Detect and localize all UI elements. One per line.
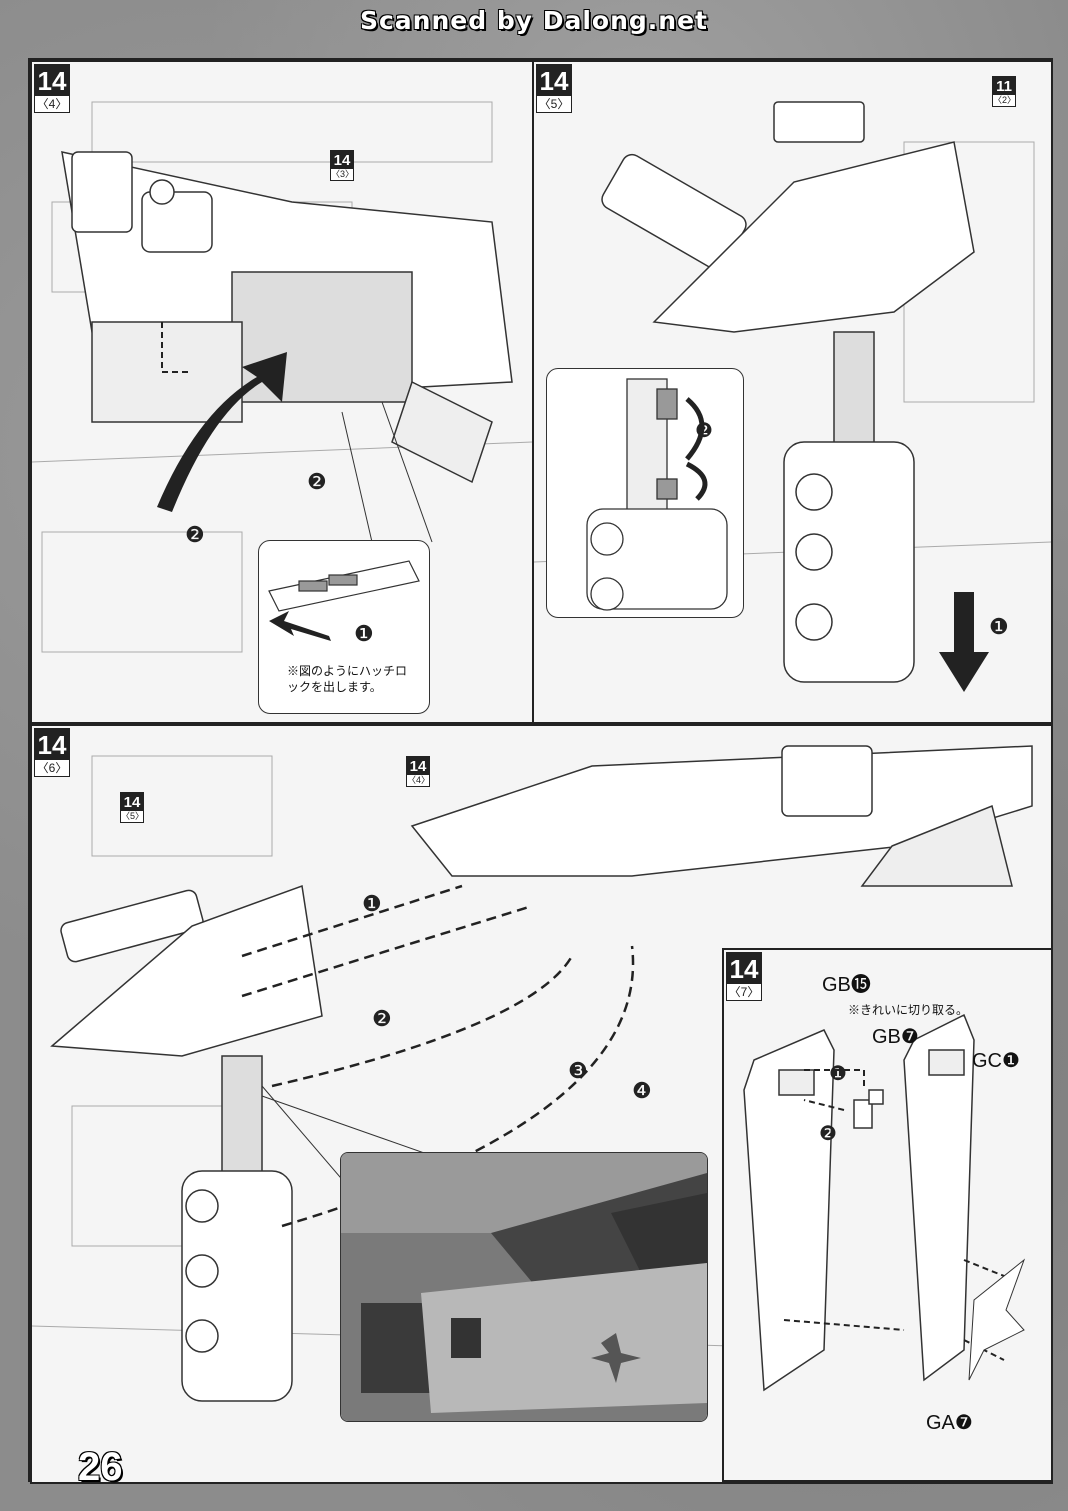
instruction-sheet: ❷ ❷ 14〈4〉 14〈3〉 ❶ ※図のようにハッチロックを出します。 bbox=[28, 58, 1053, 1484]
photo-inset bbox=[340, 1152, 708, 1422]
cut-note: ※きれいに切り取る。 bbox=[848, 1003, 969, 1017]
hatch-lock-note: ※図のようにハッチロックを出します。 bbox=[287, 664, 408, 695]
part-label-ga7: GA❼ bbox=[926, 1412, 973, 1434]
marker-4: ❹ bbox=[632, 1078, 652, 1103]
panel-step-14-7: ❶ ❷ 14〈7〉 GB⓯ ※きれいに切り取る。 GB❼ GC❶ GA❼ bbox=[722, 948, 1051, 1482]
svg-text:❷: ❷ bbox=[695, 420, 713, 442]
panel-step-14-6: ❶ ❷ ❸ ❹ 14〈6〉 14〈5〉 14〈4〉 bbox=[30, 724, 1053, 1484]
hinge-rotation-diagram: ❷ bbox=[586, 378, 728, 611]
hatch-lock-diagram: ❶ bbox=[268, 560, 420, 646]
reference-step-label: 11〈2〉 bbox=[992, 76, 1017, 107]
svg-text:❷: ❷ bbox=[819, 1123, 837, 1145]
reference-step-label-a: 14〈5〉 bbox=[120, 792, 145, 823]
attachment-illustration: ❶ ❷ ❸ ❹ bbox=[32, 745, 1033, 1402]
marker-2b: ❷ bbox=[185, 522, 205, 547]
part-label-gc1: GC❶ bbox=[972, 1050, 1020, 1072]
marker-1: ❶ bbox=[989, 614, 1009, 639]
shield-assembly-illustration: ❶ ❷ bbox=[743, 1013, 1026, 1392]
step-label: 14〈6〉 bbox=[34, 728, 70, 777]
marker-3: ❸ bbox=[568, 1058, 588, 1083]
step-label: 14〈7〉 bbox=[726, 952, 762, 1001]
step-label: 14〈5〉 bbox=[536, 64, 572, 113]
reference-step-label-b: 14〈4〉 bbox=[406, 756, 431, 787]
marker-1: ❶ bbox=[362, 891, 382, 916]
marker-2a: ❷ bbox=[307, 469, 327, 494]
panel-step-14-5: ❶ 14〈5〉 11〈2〉 ❷ bbox=[532, 60, 1053, 724]
assembled-model-photo bbox=[341, 1153, 707, 1421]
step-label: 14〈4〉 bbox=[34, 64, 70, 113]
part-label-gb7: GB❼ bbox=[872, 1026, 919, 1048]
svg-text:❶: ❶ bbox=[829, 1063, 847, 1085]
hatch-lock-detail-inset: ❶ ※図のようにハッチロックを出します。 bbox=[258, 540, 430, 714]
svg-text:❶: ❶ bbox=[354, 621, 374, 646]
marker-2: ❷ bbox=[372, 1006, 392, 1031]
panel-step-14-4: ❷ ❷ 14〈4〉 14〈3〉 ❶ ※図のようにハッチロックを出します。 bbox=[30, 60, 534, 724]
scan-banner: Scanned by Dalong.net bbox=[359, 6, 708, 35]
reference-step-label: 14〈3〉 bbox=[330, 150, 355, 181]
part-label-gb15: GB⓯ bbox=[822, 974, 871, 996]
hatch-assembly-illustration: ❷ ❷ bbox=[32, 101, 532, 653]
hinge-detail-inset: ❷ bbox=[546, 368, 744, 618]
tread-unit-illustration: ❶ bbox=[534, 101, 1051, 692]
page-number: 26 bbox=[78, 1445, 123, 1489]
